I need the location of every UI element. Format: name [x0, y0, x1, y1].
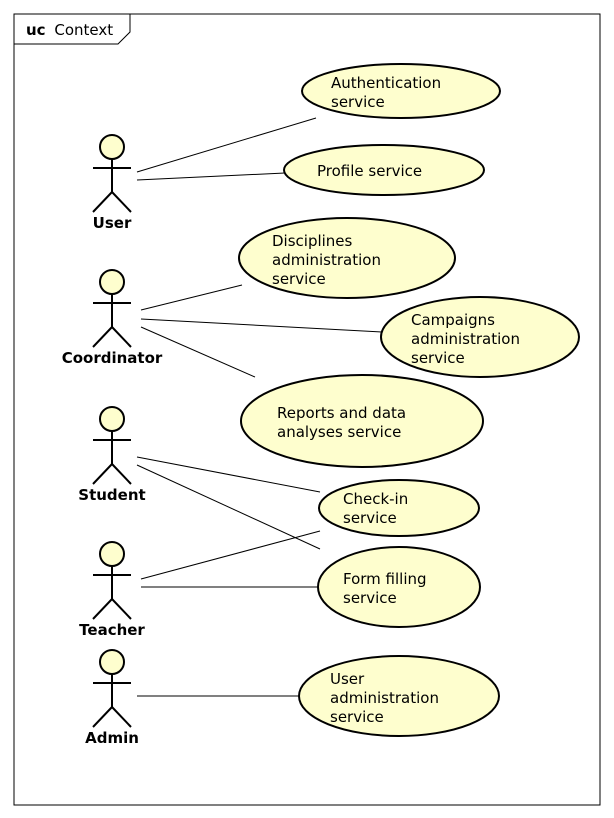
use-case-ellipse: [301, 63, 501, 119]
use-case-label-line: Check-in: [343, 490, 408, 508]
associations: [136, 117, 383, 697]
use-case-label-line: service: [411, 349, 465, 367]
association-user-auth: [136, 117, 317, 173]
actor-label: Student: [78, 486, 145, 504]
actor-legs: [92, 705, 132, 728]
actor-legs: [92, 325, 132, 348]
frame-title: uc Context: [26, 21, 113, 39]
actor-student[interactable]: Student: [78, 406, 146, 504]
use-case-ellipse: [318, 479, 480, 537]
use-case-label: Profile service: [317, 162, 422, 180]
use-case-label-line: administration: [330, 689, 439, 707]
actor-head: [99, 269, 125, 295]
use-case-label-line: Campaigns: [411, 311, 495, 329]
actor-legs: [92, 462, 132, 485]
use-case-label-line: service: [330, 708, 384, 726]
frame-border: [13, 13, 601, 806]
association-user-profile: [136, 172, 286, 181]
actor-coordinator[interactable]: Coordinator: [62, 269, 163, 367]
actor-head: [99, 134, 125, 160]
use-case-ellipse: [238, 217, 456, 299]
use-case-label-line: service: [343, 589, 397, 607]
use-case-profile[interactable]: Profile service: [283, 144, 485, 196]
use-case-label-line: service: [331, 93, 385, 111]
actor-user[interactable]: User: [92, 134, 132, 232]
actor-label: User: [93, 214, 132, 232]
use-case-ellipse: [283, 144, 485, 196]
association-coordinator-campaigns: [140, 318, 383, 333]
use-case-label-line: administration: [411, 330, 520, 348]
association-coordinator-reports: [140, 326, 256, 378]
diagram-frame: uc Context: [13, 13, 601, 806]
use-case-label-line: User: [330, 670, 365, 688]
use-case-ellipse: [380, 296, 580, 378]
use-case-label-line: Authentication: [331, 74, 441, 92]
use-case-label-line: Disciplines: [272, 232, 353, 250]
use-case-label-line: service: [272, 270, 326, 288]
use-case-label-line: service: [343, 509, 397, 527]
association-teacher-checkin: [140, 530, 321, 580]
association-student-checkin: [136, 456, 321, 493]
association-coordinator-disciplines: [140, 284, 243, 311]
actor-legs: [92, 597, 132, 620]
actor-label: Teacher: [79, 621, 145, 639]
actor-label: Coordinator: [62, 349, 163, 367]
use-case-label-line: Form filling: [343, 570, 427, 588]
use-case-ellipse: [298, 655, 500, 737]
use-case-ellipse: [317, 546, 481, 628]
actor-legs: [92, 190, 132, 213]
actor-head: [99, 649, 125, 675]
use-case-ellipse: [240, 374, 484, 468]
use-case-label-line: analyses service: [277, 423, 401, 441]
actor-admin[interactable]: Admin: [85, 649, 139, 747]
use-case-label-line: administration: [272, 251, 381, 269]
use-case-label-line: Profile service: [317, 162, 422, 180]
frame-name: Context: [54, 21, 113, 39]
use-case-label-line: Reports and data: [277, 404, 406, 422]
association-student-formfilling: [136, 464, 321, 550]
actor-head: [99, 406, 125, 432]
actor-label: Admin: [85, 729, 139, 747]
actor-head: [99, 541, 125, 567]
frame-keyword: uc: [26, 21, 46, 39]
actor-teacher[interactable]: Teacher: [79, 541, 145, 639]
frame-tab: [14, 14, 131, 45]
